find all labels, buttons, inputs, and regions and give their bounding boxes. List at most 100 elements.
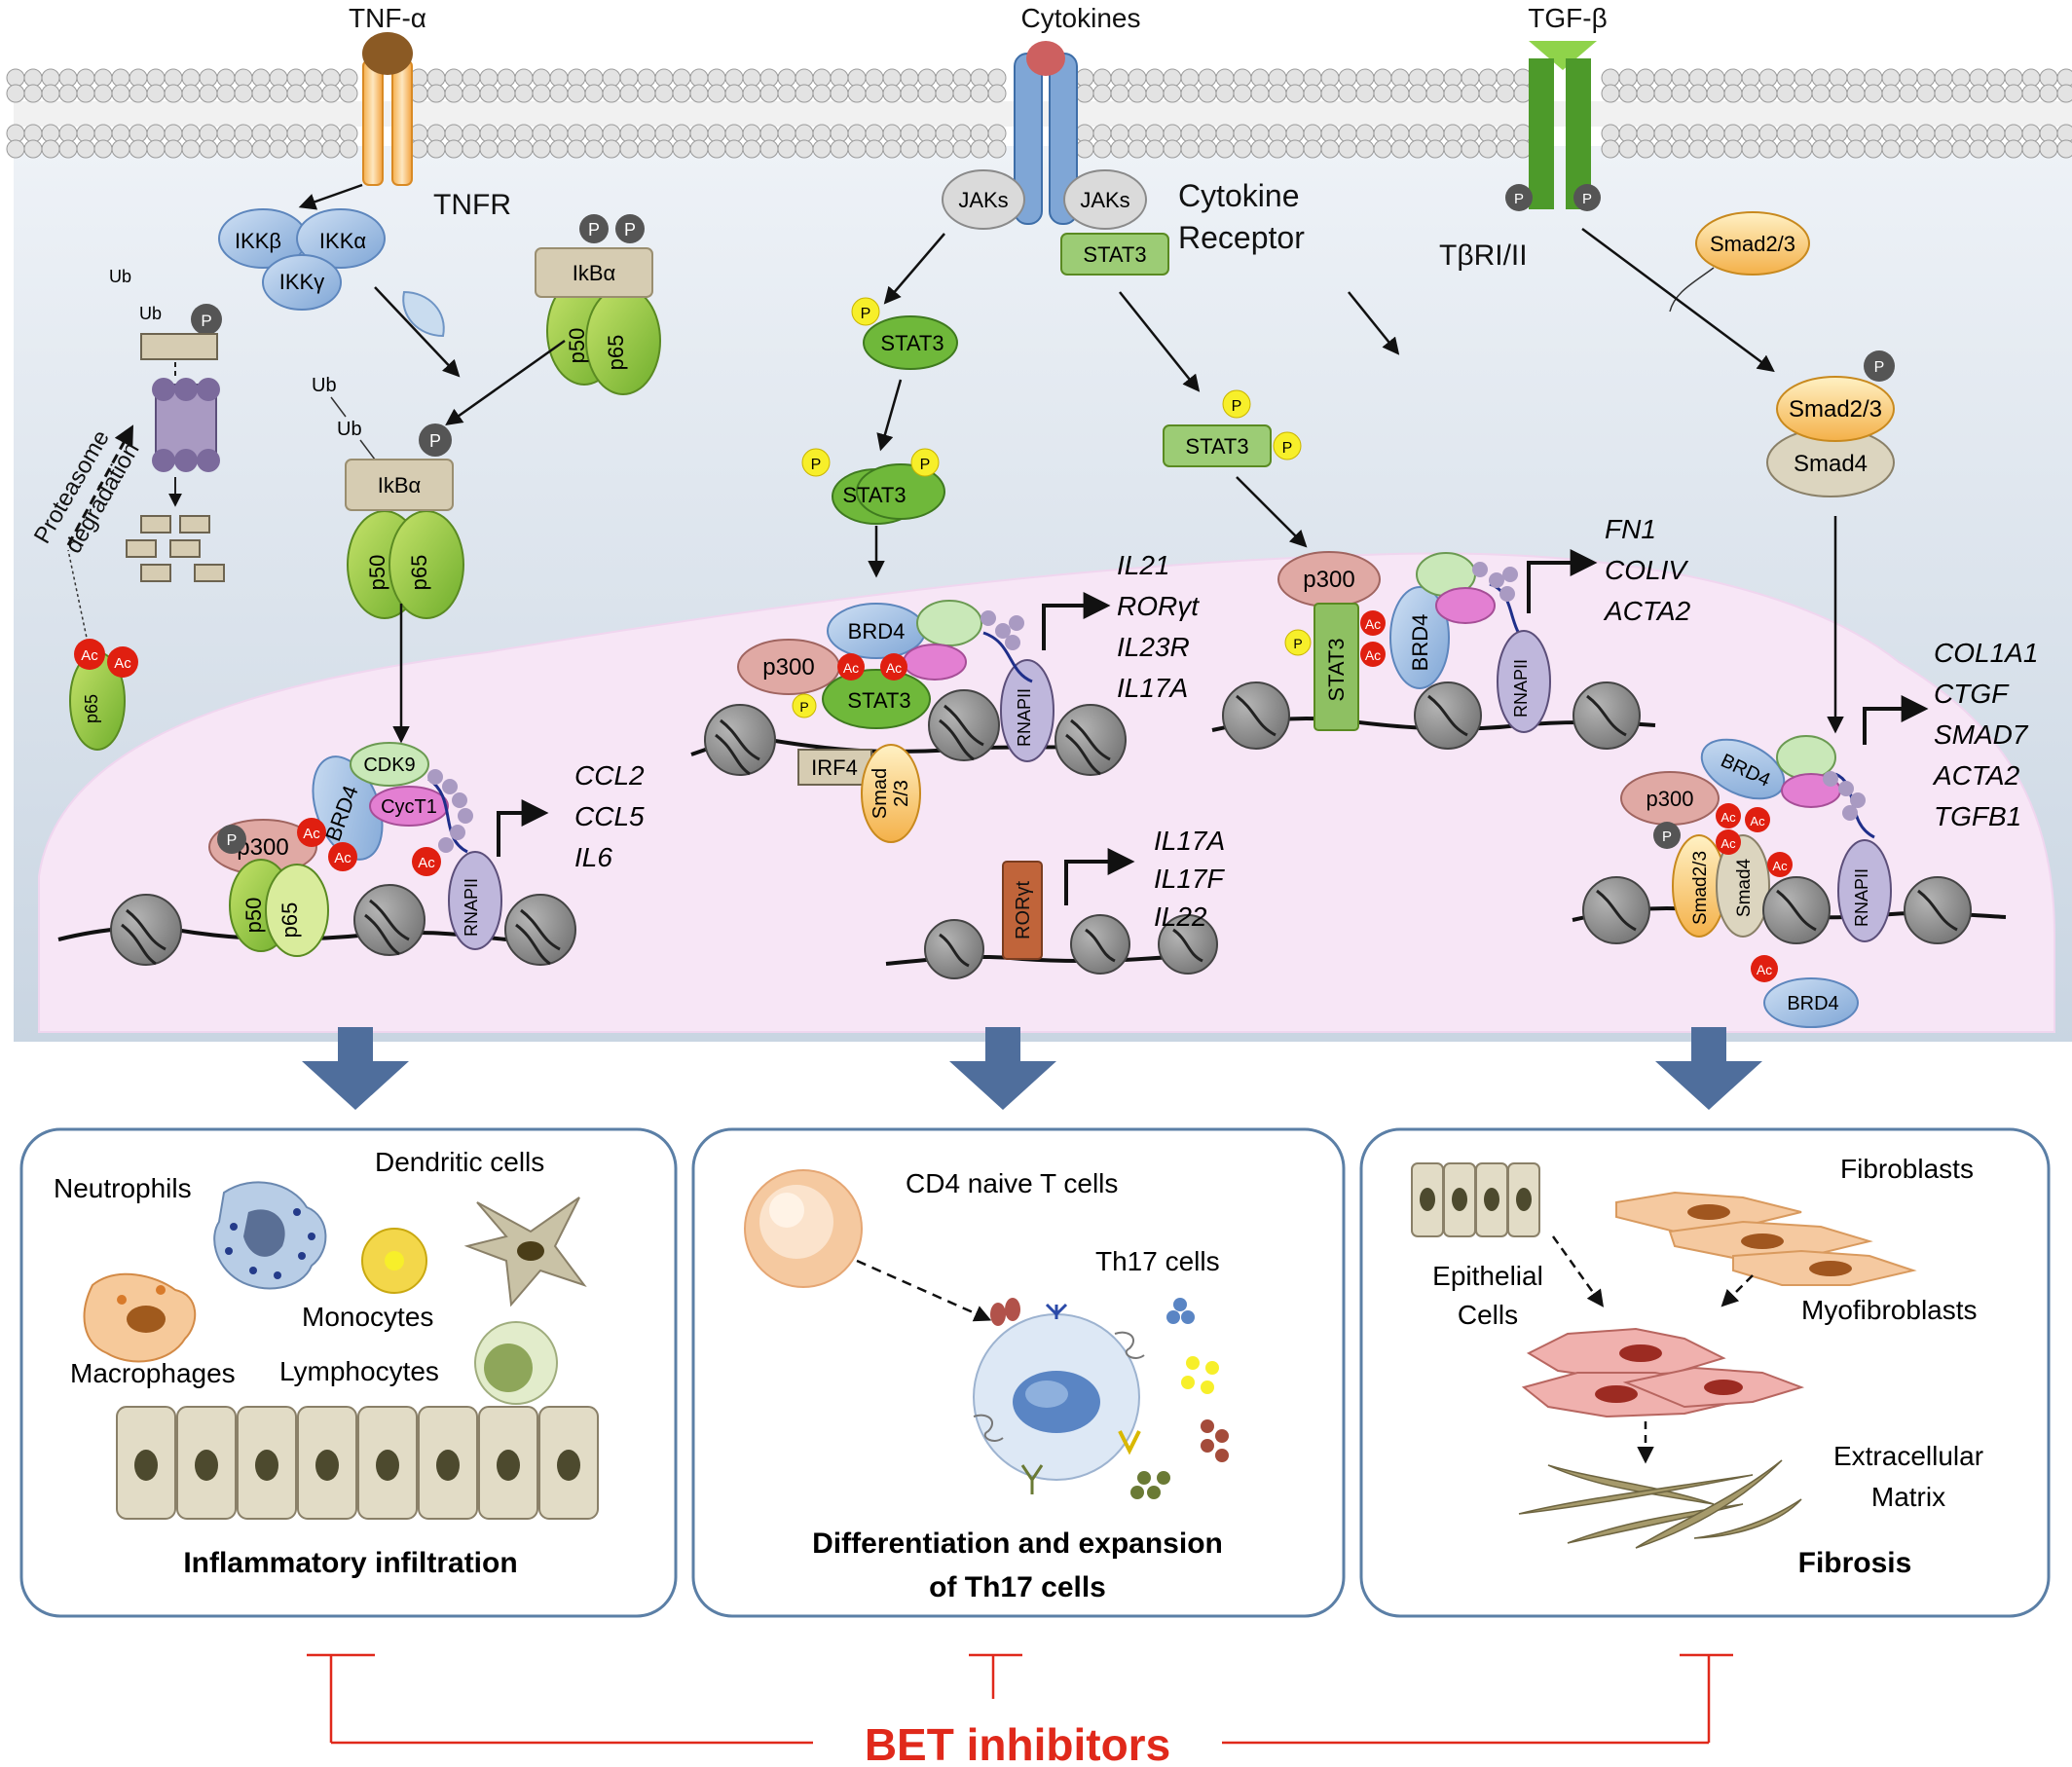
lipid-head xyxy=(269,139,288,159)
epithelium-row xyxy=(116,1406,599,1520)
lipid-head xyxy=(2021,139,2041,159)
lipid-head xyxy=(234,124,253,143)
lipid-head xyxy=(830,84,849,103)
ub-label: Ub xyxy=(139,304,162,323)
lipid-head xyxy=(1215,124,1235,143)
ecm-label-2: Matrix xyxy=(1871,1482,1945,1512)
lipid-head xyxy=(76,84,95,103)
lipid-head xyxy=(1285,84,1305,103)
lipid-head xyxy=(462,68,481,88)
lipid-head xyxy=(1986,68,2006,88)
tnf-gene-2: CCL5 xyxy=(574,801,645,831)
lipid-head xyxy=(1846,124,1866,143)
lipid-head xyxy=(1092,84,1112,103)
lipid-head xyxy=(689,84,709,103)
lipid-head xyxy=(1723,68,1743,88)
lipid-head xyxy=(426,139,446,159)
lipid-head xyxy=(917,139,937,159)
irf4-label: IRF4 xyxy=(811,755,858,780)
smad23-label: Smad2/3 xyxy=(1710,232,1795,256)
lipid-head xyxy=(724,84,744,103)
lipid-head xyxy=(584,68,604,88)
lipid-head xyxy=(1496,68,1515,88)
macrophages-label: Macrophages xyxy=(70,1358,236,1388)
cell-nucleus xyxy=(497,1450,520,1481)
lipid-head xyxy=(479,68,499,88)
tnf-arrows xyxy=(298,183,566,744)
ac-label: Ac xyxy=(81,647,98,664)
lipid-head xyxy=(1986,84,2006,103)
lipid-head xyxy=(2056,84,2072,103)
lipid-head xyxy=(795,84,814,103)
lipid-head xyxy=(532,124,551,143)
lipid-head xyxy=(707,139,726,159)
ikba-p50-p65-cytoplasm: P P IkBα p50 p65 xyxy=(535,214,661,395)
lipid-head xyxy=(1425,68,1445,88)
lipid-head xyxy=(1198,139,1217,159)
ac-label: Ac xyxy=(114,655,131,672)
lipid-head xyxy=(1373,139,1392,159)
ac-label: Ac xyxy=(1365,647,1381,663)
lipid-head xyxy=(1794,139,1813,159)
lipid-head xyxy=(602,124,621,143)
lipid-head xyxy=(497,139,516,159)
lipid-head xyxy=(1461,139,1480,159)
lipid-head xyxy=(304,139,323,159)
cytokine-receptor-label-2: Receptor xyxy=(1178,220,1305,255)
cell-nucleus xyxy=(1484,1188,1499,1211)
lipid-head xyxy=(777,124,796,143)
lipid-head xyxy=(1881,139,1901,159)
lipid-head xyxy=(1688,139,1708,159)
lipid-head xyxy=(970,139,989,159)
tgf-gene-2: CTGF xyxy=(1934,679,2010,709)
tnf-gene-1: CCL2 xyxy=(574,760,645,791)
lipid-head xyxy=(1881,68,1901,88)
fibrosis-title: Fibrosis xyxy=(1798,1547,1912,1579)
lipid-head xyxy=(269,84,288,103)
lipid-head xyxy=(286,84,306,103)
lipid-head xyxy=(1478,84,1498,103)
lipid-head xyxy=(952,124,972,143)
ikka-label: IKKα xyxy=(319,229,366,253)
lipid-head xyxy=(1636,124,1655,143)
lipid-head xyxy=(1075,68,1094,88)
lipid-head xyxy=(251,68,271,88)
smad4-label: Smad4 xyxy=(1794,451,1868,477)
lipid-head xyxy=(742,139,761,159)
lipid-head xyxy=(181,139,201,159)
th17-gene-4: IL17A xyxy=(1117,673,1188,703)
lipid-head xyxy=(619,124,639,143)
lipid-head xyxy=(1829,124,1848,143)
lipid-head xyxy=(444,139,463,159)
lipid-head xyxy=(742,124,761,143)
lipid-head xyxy=(1688,124,1708,143)
p50-label: p50 xyxy=(565,328,589,364)
lipid-head xyxy=(987,68,1007,88)
lipid-head xyxy=(199,124,218,143)
lipid-head xyxy=(146,68,166,88)
degradation-dotted xyxy=(67,549,89,644)
smad-complex: Smad4 Smad2/3 P xyxy=(1766,350,1895,497)
lipid-head xyxy=(6,139,25,159)
ac-label: Ac xyxy=(303,826,320,842)
lipid-head xyxy=(1706,84,1725,103)
lipid-head xyxy=(426,84,446,103)
p-label: P xyxy=(624,220,636,239)
lipid-head xyxy=(1303,84,1322,103)
lipid-head xyxy=(1233,84,1252,103)
p50-label: p50 xyxy=(365,555,389,591)
lipid-head xyxy=(619,68,639,88)
lipid-head xyxy=(1899,139,1918,159)
lipid-head xyxy=(1303,68,1322,88)
ub-label: Ub xyxy=(109,267,131,286)
cdk9-label: CDK9 xyxy=(363,755,415,776)
lipid-head xyxy=(1864,68,1883,88)
lipid-head xyxy=(1163,68,1182,88)
lipid-head xyxy=(2056,68,2072,88)
lipid-head xyxy=(1741,84,1760,103)
lipid-head xyxy=(1653,84,1673,103)
ikkg-label: IKKγ xyxy=(279,270,324,294)
th17-gene-3: IL23R xyxy=(1117,632,1190,662)
lipid-head xyxy=(1408,124,1427,143)
lipid-head xyxy=(1373,68,1392,88)
